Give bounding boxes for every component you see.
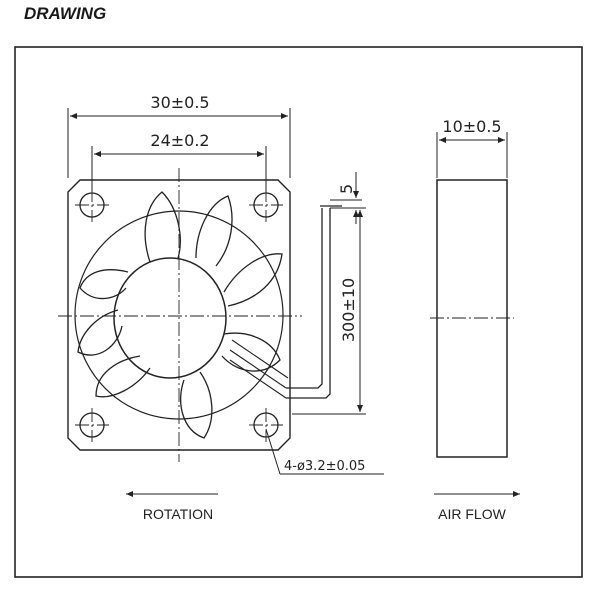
rotation-label: ROTATION	[143, 506, 213, 522]
fan-housing	[67, 179, 291, 451]
fan-hub	[113, 257, 227, 379]
center-lines	[58, 168, 302, 462]
fan-blade	[95, 355, 151, 398]
fan-blade	[77, 309, 123, 356]
fan-side-view	[430, 179, 514, 458]
dimension-thickness-label: 10±0.5	[442, 117, 501, 136]
dimension-lead-length-label: 300±10	[339, 278, 358, 342]
dimension-outer-width	[67, 108, 291, 178]
dimension-lead-offset-label: 5	[337, 184, 356, 194]
fan-blade	[180, 371, 213, 439]
dimension-lead-offset	[330, 172, 362, 224]
fan-side-body	[436, 179, 508, 458]
fan-blades	[77, 191, 283, 439]
fan-blade	[221, 332, 281, 372]
dimension-hole-spacing-label: 24±0.2	[150, 131, 209, 150]
hole-callout-label: 4-ø3.2±0.05	[284, 459, 365, 474]
fan-blade	[223, 253, 283, 307]
drawing-heading: DRAWING	[24, 4, 107, 23]
fan-blade	[79, 269, 129, 300]
lead-wire-exit	[229, 339, 289, 399]
fan-blade	[144, 191, 181, 263]
fan-blade	[195, 195, 233, 267]
dimension-hole-spacing	[91, 146, 267, 192]
dimension-thickness	[436, 132, 508, 178]
dimension-lead-length	[292, 207, 366, 415]
drawing-frame	[14, 46, 583, 578]
airflow-label: AIR FLOW	[438, 506, 506, 522]
hole-callout-leader	[265, 428, 384, 475]
dimension-outer-width-label: 30±0.5	[150, 93, 209, 112]
lead-wires	[286, 205, 342, 399]
